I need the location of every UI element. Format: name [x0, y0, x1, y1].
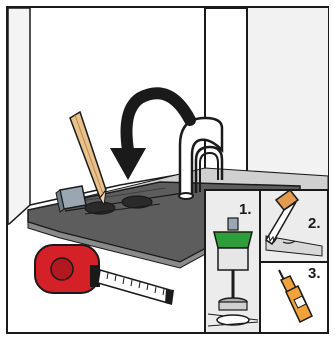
step-1-number: 1. [239, 201, 252, 218]
step-3-number: 3. [308, 265, 321, 282]
step-panels: 1. 2. [205, 190, 328, 333]
pipe-hole-mark-right [122, 196, 152, 208]
step-2-number: 2. [308, 215, 321, 232]
